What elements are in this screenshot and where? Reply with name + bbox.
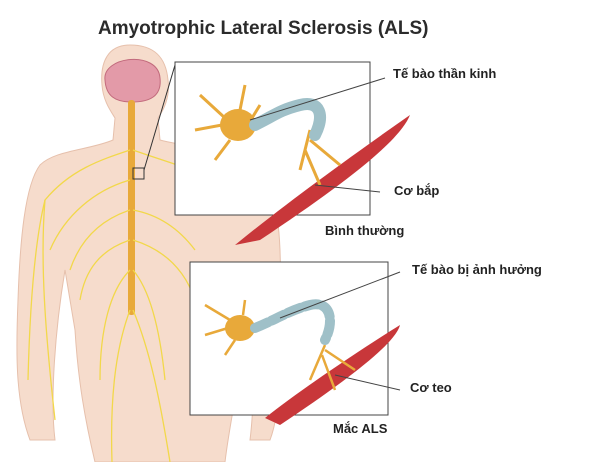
normal-caption: Bình thường (325, 223, 405, 238)
als-panel-frame (189, 261, 389, 416)
nerve-network (27, 149, 236, 462)
affected-axon (250, 299, 335, 345)
leader-line (249, 77, 386, 121)
healthy-muscle (235, 115, 410, 245)
zoom-marker (132, 167, 145, 180)
zoom-line (143, 64, 176, 171)
als-caption: Mắc ALS (333, 421, 388, 436)
leader-line (314, 184, 381, 193)
normal-panel-frame (174, 61, 371, 216)
leader-line (334, 374, 401, 391)
diagram-title: Amyotrophic Lateral Sclerosis (ALS) (98, 18, 429, 39)
leader-line (279, 271, 401, 319)
normal-panel (174, 61, 410, 245)
als-panel (189, 261, 401, 425)
neuron-body (225, 315, 255, 341)
affected-cell-label: Tế bào bị ảnh hưởng (412, 262, 542, 277)
healthy-axon (249, 98, 326, 141)
atrophied-muscle (265, 325, 400, 425)
nerve-cell-label: Tế bào thần kinh (393, 66, 497, 81)
brain-icon (104, 58, 161, 103)
spinal-cord (128, 100, 135, 315)
affected-neuron (204, 299, 356, 391)
muscle-label: Cơ bắp (394, 183, 440, 198)
healthy-neuron (194, 84, 341, 186)
neuron-body (220, 109, 256, 141)
atrophied-muscle-label: Cơ teo (410, 380, 452, 395)
